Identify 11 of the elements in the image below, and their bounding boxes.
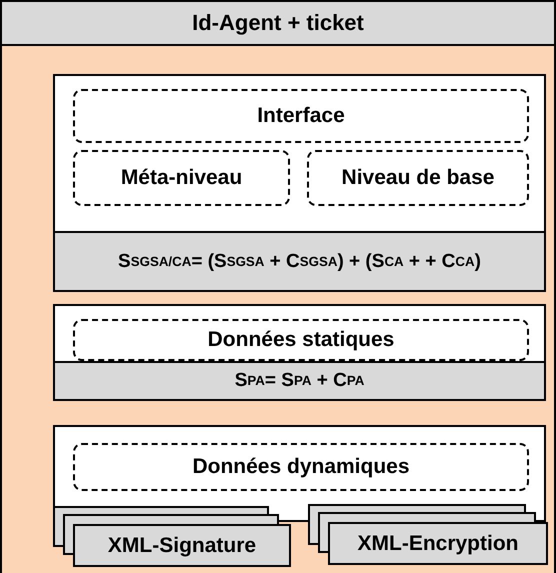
section-box [53,74,546,292]
module-label: Données dynamiques [73,443,529,491]
document-label: XML-Signature [73,524,291,567]
module-label: Niveau de base [307,150,529,206]
module-label: Méta-niveau [73,150,290,206]
module-label: Interface [73,89,529,143]
section-box [53,304,546,401]
title-text: Id-Agent + ticket [191,10,365,36]
document-stack [308,504,550,567]
document-label: XML-Encryption [328,522,548,565]
document-stack [53,506,293,569]
